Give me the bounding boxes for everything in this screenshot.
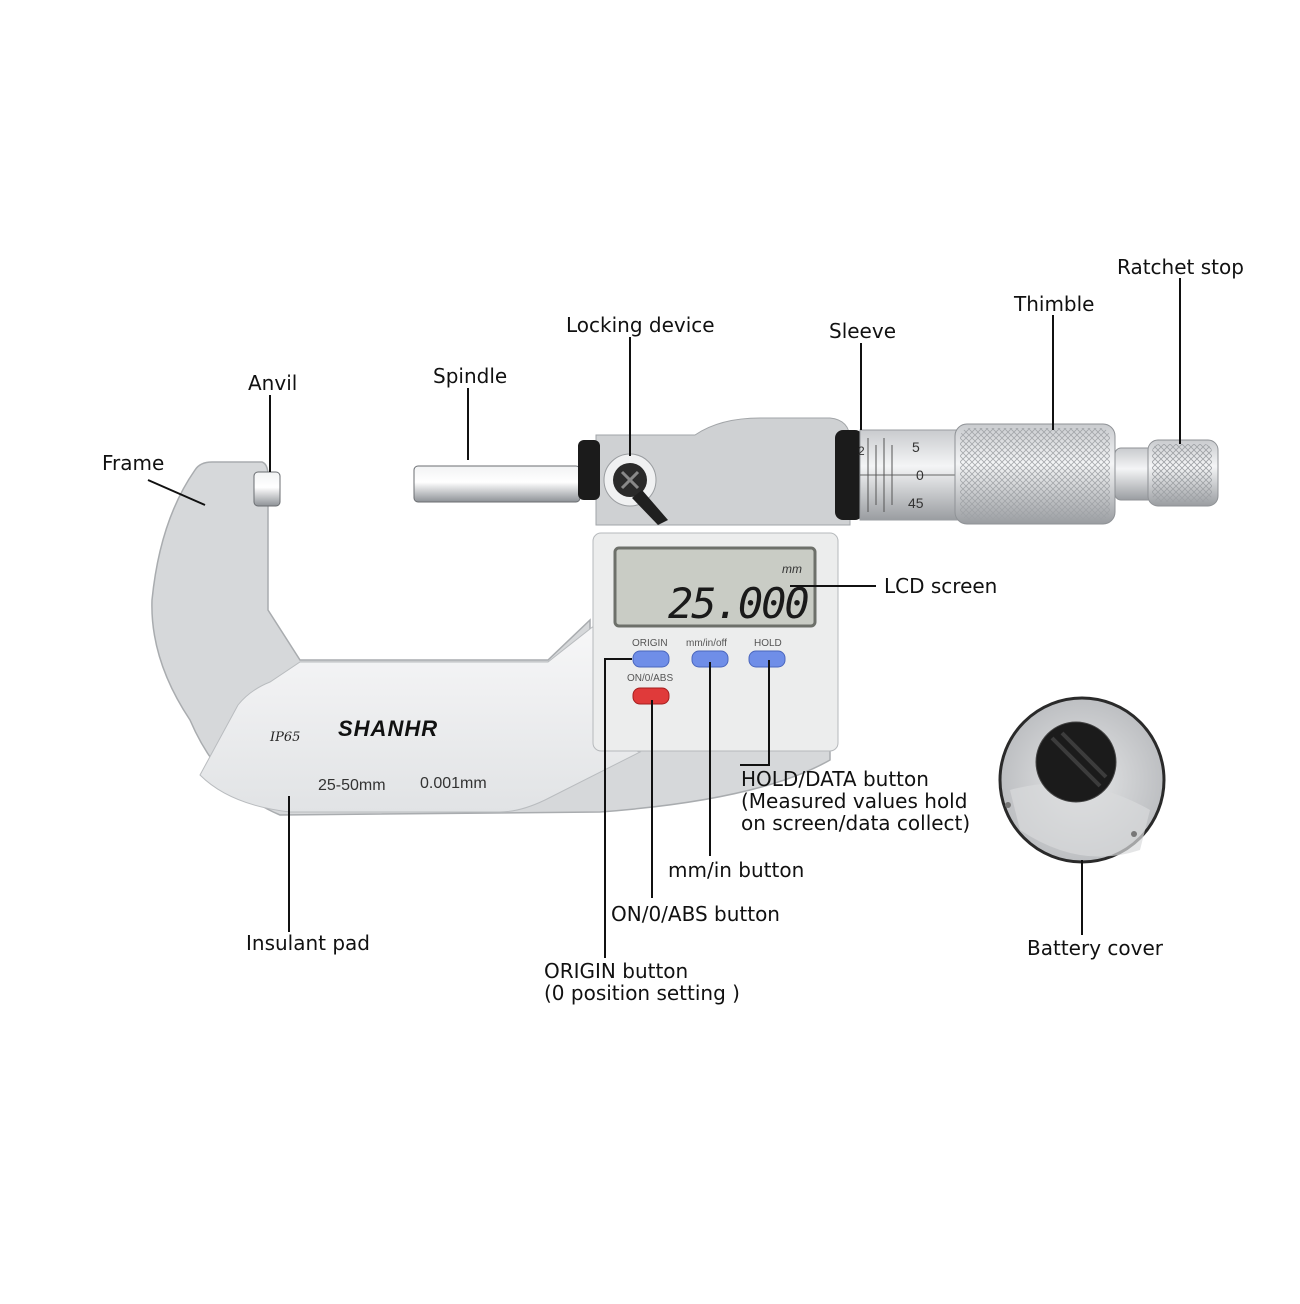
on-button-label: ON/0/ABS — [627, 673, 673, 684]
origin-button-label: ORIGIN — [632, 638, 668, 649]
sleeve-scale-2: 2 — [858, 444, 865, 458]
lcd-unit: mm — [782, 562, 802, 576]
label-lcd-screen: LCD screen — [884, 574, 998, 598]
label-insulant-pad: Insulant pad — [246, 931, 371, 955]
label-frame: Frame — [102, 451, 165, 475]
sleeve-scale-45: 45 — [908, 495, 924, 511]
leader-lines — [147, 278, 1181, 958]
hold-button-label: HOLD — [754, 638, 782, 649]
battery-cover-inset — [998, 696, 1166, 864]
label-thimble: Thimble — [1014, 292, 1095, 316]
lcd-value: 25.000 — [668, 579, 808, 628]
sleeve-scale-5: 5 — [912, 439, 920, 455]
ratchet-stop — [1114, 439, 1219, 507]
spindle — [413, 465, 581, 503]
label-sleeve: Sleeve — [829, 319, 897, 343]
insulant-pad — [199, 623, 642, 813]
label-spindle: Spindle — [433, 364, 508, 388]
label-anvil: Anvil — [248, 371, 298, 395]
label-on-button: ON/0/ABS button — [611, 902, 780, 926]
range-label: 25-50mm — [318, 777, 386, 794]
origin-button[interactable] — [632, 650, 670, 668]
mm-in-button-label: mm/in/off — [686, 638, 727, 649]
sleeve-collar — [835, 430, 863, 520]
label-battery-cover: Battery cover — [1027, 936, 1163, 960]
hold-button[interactable] — [748, 650, 786, 668]
resolution-label: 0.001mm — [420, 775, 487, 792]
brand-logo: SHANHR — [338, 716, 438, 741]
label-ratchet-stop: Ratchet stop — [1117, 255, 1244, 279]
sleeve: 2 5 0 45 — [858, 429, 961, 521]
housing-collar — [578, 440, 600, 500]
label-origin-button: ORIGIN button (0 position setting ) — [544, 959, 740, 1005]
label-mm-in-button: mm/in button — [668, 858, 805, 882]
sleeve-scale-0: 0 — [916, 467, 924, 483]
label-locking-device: Locking device — [566, 313, 715, 337]
label-hold-button: HOLD/DATA button (Measured values hold o… — [741, 767, 971, 835]
ip-rating: IP65 — [269, 730, 300, 745]
anvil — [253, 471, 281, 507]
thimble — [954, 423, 1116, 525]
